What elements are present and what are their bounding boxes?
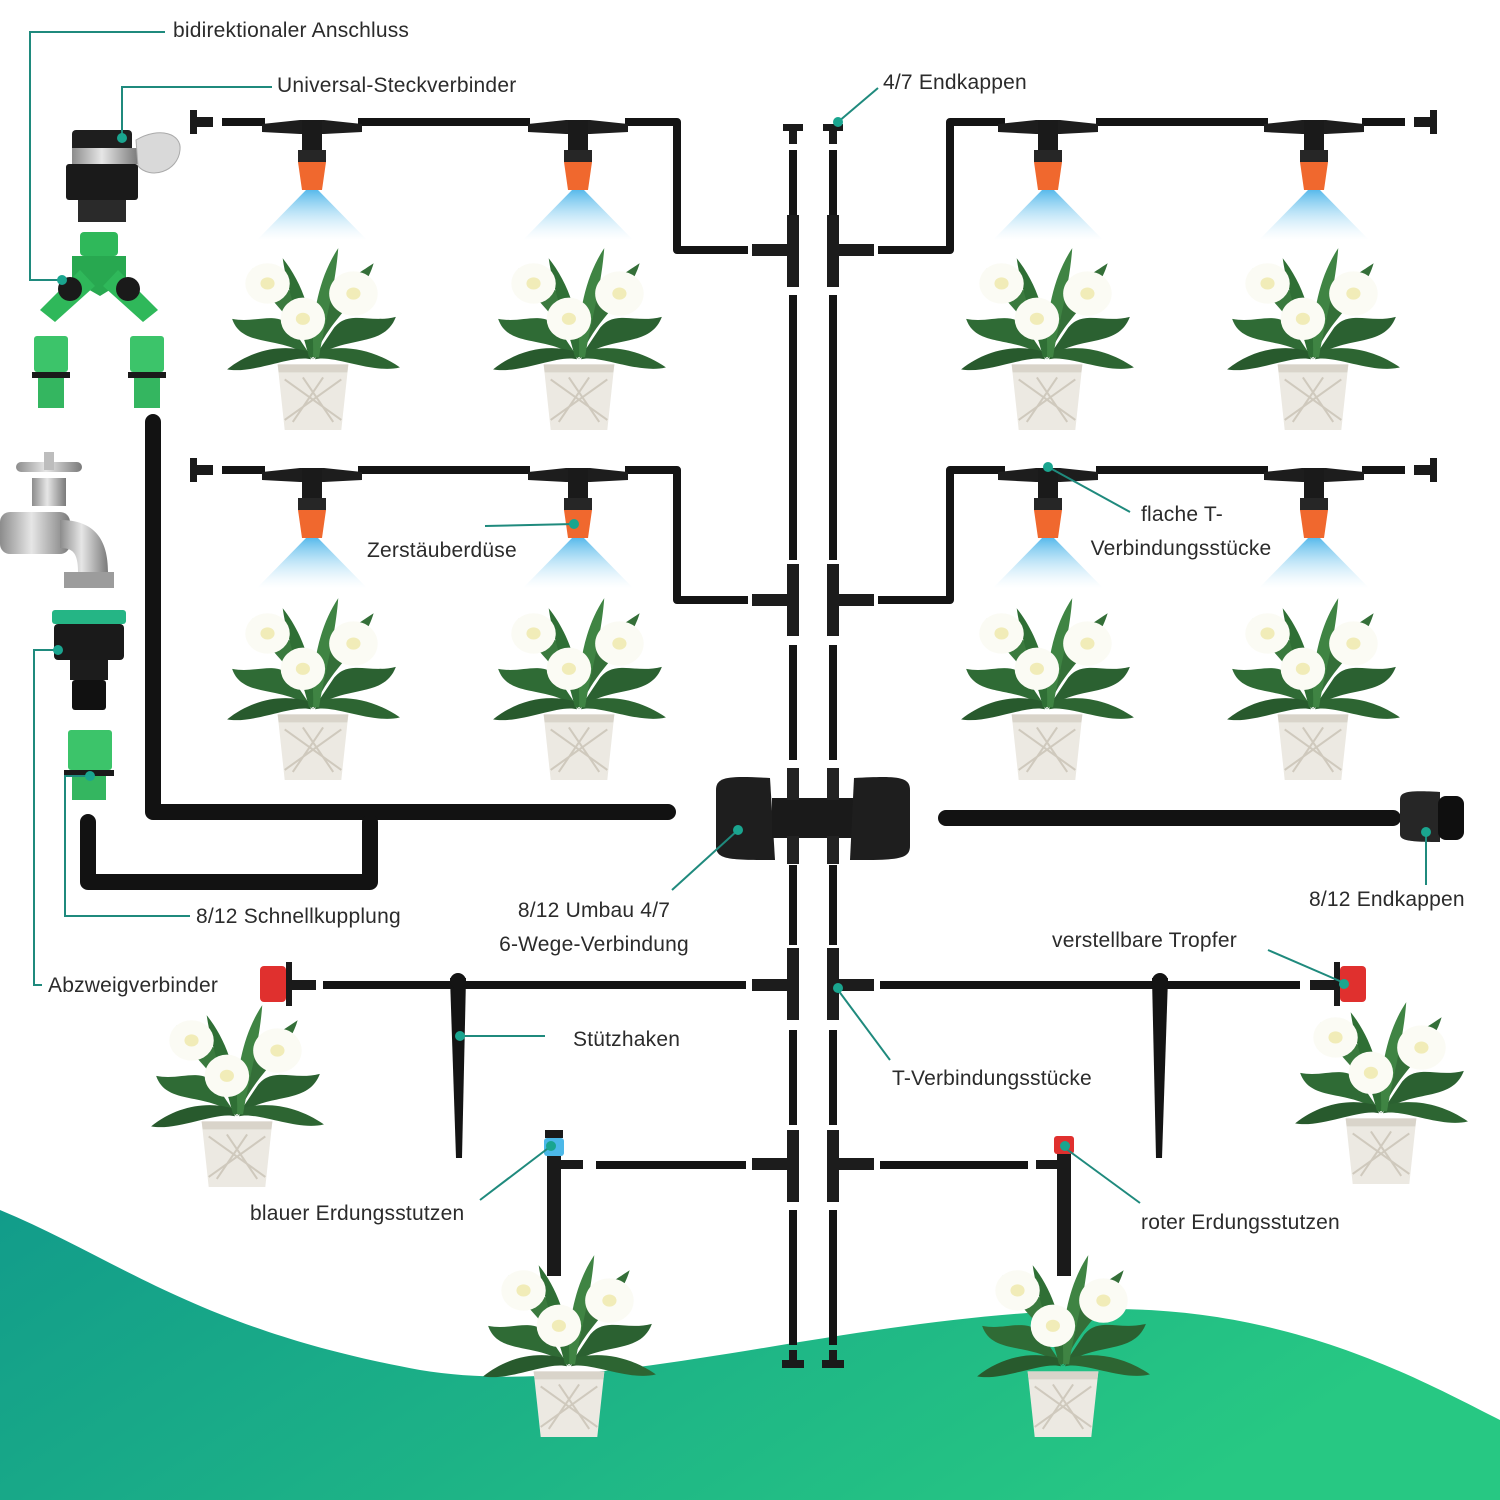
end-cap-4-7-bottom-right bbox=[822, 1350, 844, 1368]
trunk-t-connectors bbox=[752, 215, 874, 1202]
mist-nozzle-icon bbox=[993, 468, 1103, 588]
label-t-connectors: T-Verbindungsstücke bbox=[892, 1067, 1092, 1090]
mist-nozzle-icon bbox=[257, 120, 367, 240]
row-end-caps bbox=[190, 110, 1437, 482]
potted-plant-icon bbox=[1294, 1001, 1469, 1184]
adjustable-dripper-left bbox=[260, 962, 316, 1006]
mist-nozzle-icon bbox=[523, 468, 633, 588]
label-conversion-line1: 8/12 Umbau 4/7 bbox=[517, 899, 671, 922]
end-cap-4-7-right bbox=[823, 124, 843, 144]
potted-plant-icon bbox=[150, 1004, 325, 1187]
potted-plant-icon bbox=[960, 597, 1135, 780]
potted-plant-icon bbox=[492, 247, 667, 430]
end-cap-4-7-left bbox=[783, 124, 803, 144]
label-end-caps-8-12: 8/12 Endkappen bbox=[1309, 888, 1465, 911]
support-stakes bbox=[450, 973, 1168, 1158]
mist-nozzle-icon bbox=[1259, 120, 1369, 240]
potted-plant-icon bbox=[960, 247, 1135, 430]
potted-plant-icon bbox=[492, 597, 667, 780]
label-flat-t-connector-line2: Verbindungsstücke bbox=[1090, 537, 1272, 560]
main-hose-8-12 bbox=[80, 414, 1401, 890]
adjustable-dripper-right bbox=[1310, 962, 1366, 1006]
y-valve-splitter-icon bbox=[40, 232, 158, 322]
label-end-caps-4-7: 4/7 Endkappen bbox=[883, 71, 1027, 94]
label-conversion-line2: 6-Wege-Verbindung bbox=[499, 933, 689, 956]
hose-clamp-adapter-icon bbox=[66, 130, 181, 222]
tap-adapter-icon bbox=[52, 610, 126, 800]
end-cap-4-7-bottom-left bbox=[782, 1350, 804, 1368]
callout-lines bbox=[29, 31, 1427, 1204]
potted-plant-icon bbox=[226, 247, 401, 430]
potted-plant-icon bbox=[1226, 597, 1401, 780]
mist-nozzle-icon bbox=[1259, 468, 1369, 588]
upper-branch-tubes bbox=[222, 118, 1405, 604]
potted-plant-icon bbox=[226, 597, 401, 780]
label-adjustable-drippers: verstellbare Tropfer bbox=[1052, 929, 1237, 952]
mist-nozzle-icon bbox=[523, 120, 633, 240]
potted-plant-icon bbox=[1226, 247, 1401, 430]
potted-plants bbox=[150, 247, 1469, 1437]
blue-ground-stake bbox=[544, 1130, 583, 1276]
label-universal-connector: Universal-Steckverbinder bbox=[277, 74, 517, 97]
label-support-stakes: Stützhaken bbox=[573, 1028, 681, 1051]
mist-nozzle-icon bbox=[257, 468, 367, 588]
central-trunk-tubes bbox=[789, 150, 837, 1345]
six-way-connector-icon bbox=[716, 768, 910, 864]
background-wave bbox=[0, 1210, 1500, 1500]
faucet-icon bbox=[0, 452, 114, 588]
label-bidirectional-connector: bidirektionaler Anschluss bbox=[173, 19, 410, 42]
red-ground-stake bbox=[1036, 1136, 1074, 1276]
mist-nozzle-icon bbox=[993, 120, 1103, 240]
label-red-ground-stake: roter Erdungsstutzen bbox=[1141, 1211, 1340, 1234]
label-mist-nozzle: Zerstäuberdüse bbox=[367, 539, 517, 562]
callout-dots bbox=[53, 117, 1431, 1151]
quick-couplers-green bbox=[32, 336, 166, 408]
label-quick-coupling: 8/12 Schnellkupplung bbox=[196, 905, 401, 928]
drip-line-tubes bbox=[323, 981, 1300, 1169]
label-branch-connector: Abzweigverbinder bbox=[48, 974, 219, 997]
label-blue-ground-stake: blauer Erdungsstutzen bbox=[250, 1202, 465, 1225]
label-flat-t-connector-line1: flache T- bbox=[1141, 503, 1223, 526]
end-cap-icon bbox=[1400, 791, 1464, 842]
